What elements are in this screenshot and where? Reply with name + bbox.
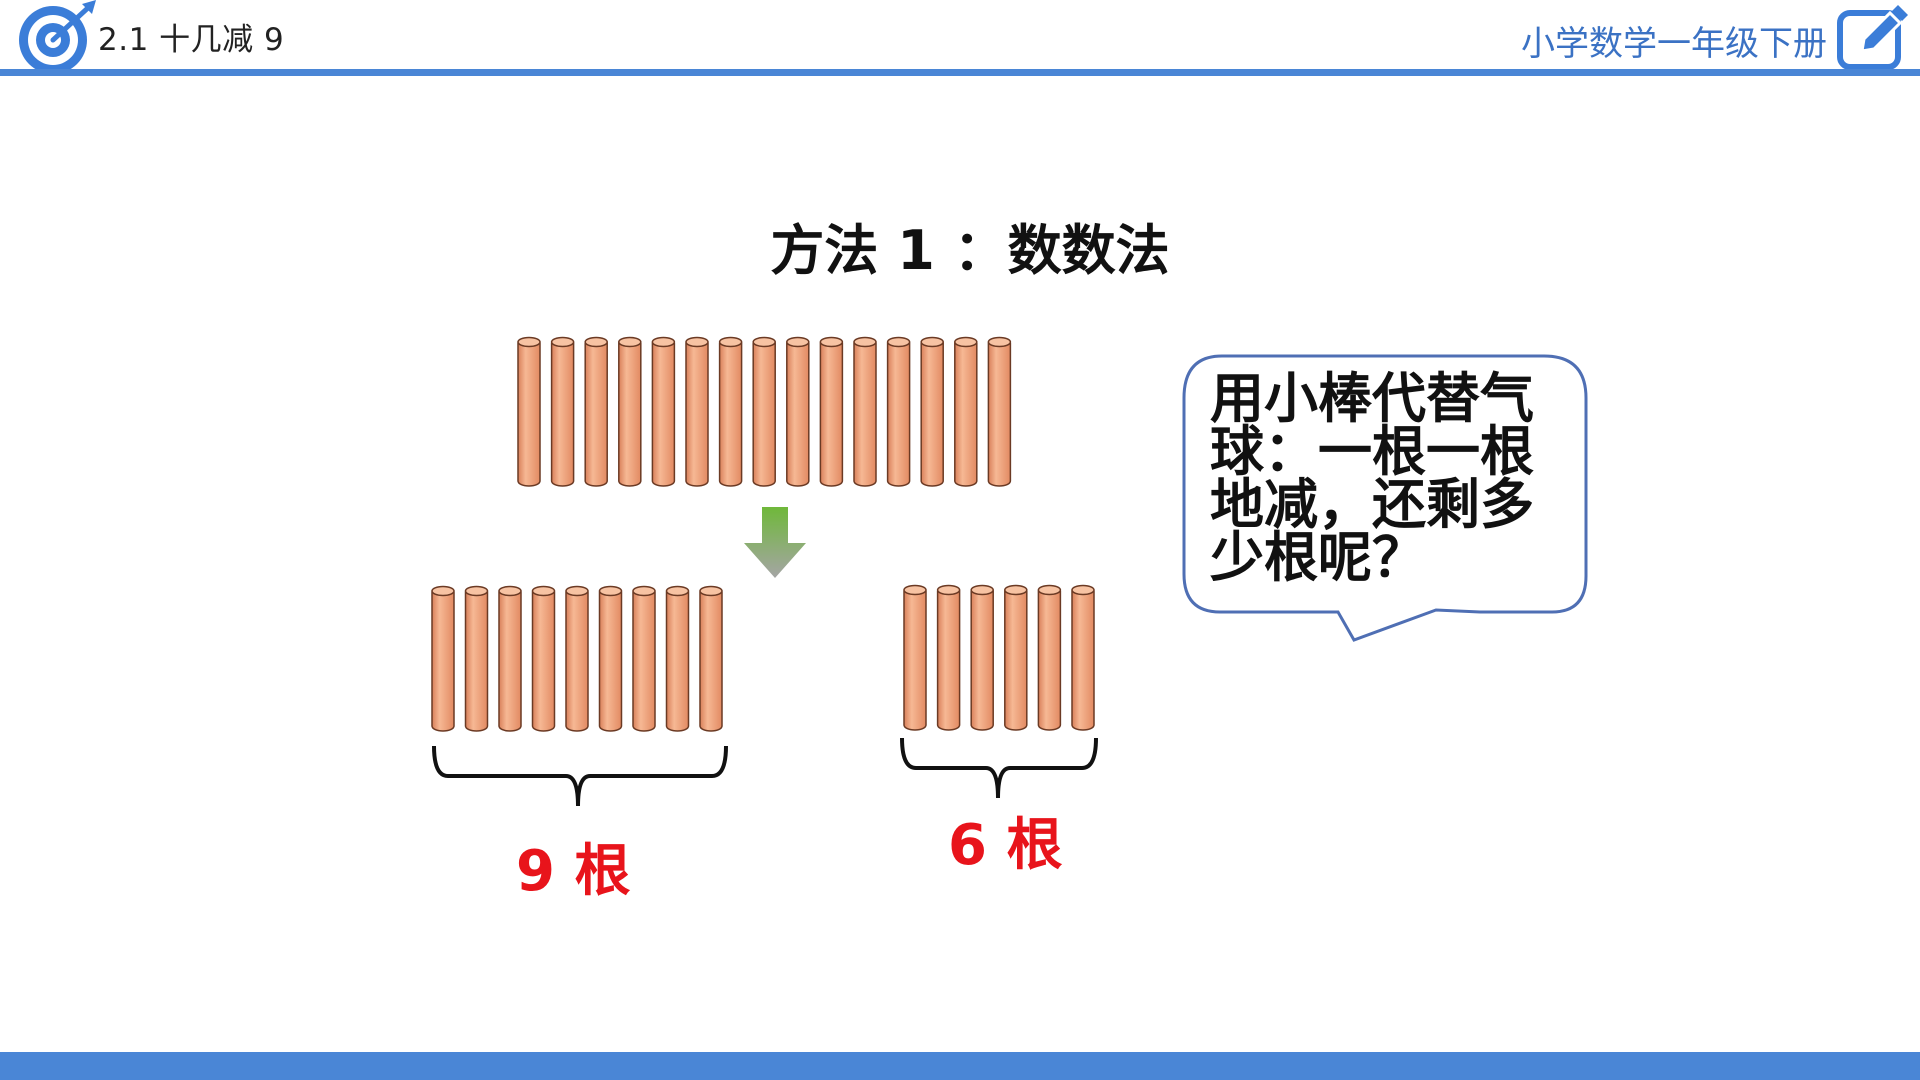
stick [565,586,589,732]
footer-bar [0,1052,1920,1080]
stick-cap [665,585,690,597]
stick [886,337,911,487]
right-count-label: 6 根 [948,813,1063,878]
stick-cap [498,585,522,597]
stick [903,585,927,731]
stick [550,337,575,487]
stick-cap [936,584,961,596]
stick-group-top [517,336,1012,487]
stick-cap [464,585,489,597]
stick [954,337,978,487]
stick-cap [685,336,709,348]
stick-cap [886,336,911,348]
stick [699,586,723,732]
stick-cap [699,585,723,597]
left-count-label: 9 根 [516,839,631,904]
stick [431,586,455,732]
stick-cap [632,585,656,597]
stick [786,337,810,487]
stick-cap [584,336,608,348]
stick-cap [819,336,844,348]
down-arrow-icon [744,507,806,578]
method-title: 方法 1 ：数数法 [770,219,1170,282]
stick [618,337,642,487]
stick-cap [920,336,944,348]
stick [819,337,844,487]
lesson-title: 2.1 十几减 9 [98,22,285,58]
stick [651,337,676,487]
stick [498,586,522,732]
stick-group-right [903,584,1095,731]
edit-icon [1837,5,1908,70]
stick-cap [752,336,776,348]
header-divider [0,69,1920,76]
stick [1071,585,1095,731]
stick [632,586,656,732]
stick [970,585,994,731]
stick-cap [431,585,455,597]
stick-cap [517,336,541,348]
stick [685,337,709,487]
stick-cap [718,336,743,348]
stick-cap [786,336,810,348]
stick [598,586,623,732]
stick [920,337,944,487]
stick-cap [531,585,556,597]
brace-left [432,745,728,807]
speech-bubble [1182,354,1588,642]
stick [718,337,743,487]
stick [936,585,961,731]
stick [987,337,1012,487]
stick-cap [1004,584,1028,596]
stick [1004,585,1028,731]
stick-cap [550,336,575,348]
stick-cap [618,336,642,348]
stick [584,337,608,487]
bubble-text: 用小棒代替气球：一根一根地减，还剩多少根呢？ [1210,367,1534,589]
stick [464,586,489,732]
stick-cap [853,336,877,348]
stick-cap [954,336,978,348]
stick-cap [1071,584,1095,596]
brace-right [900,737,1098,799]
stick-group-left [431,585,723,732]
stick-cap [987,336,1012,348]
stick-cap [651,336,676,348]
stick [531,586,556,732]
stick [665,586,690,732]
stick [517,337,541,487]
stick-cap [903,584,927,596]
stick [853,337,877,487]
stick [1037,585,1062,731]
target-logo-icon [19,0,96,74]
stick-cap [598,585,623,597]
stick-cap [1037,584,1062,596]
stick-cap [970,584,994,596]
stick [752,337,776,487]
stick-cap [565,585,589,597]
book-title: 小学数学一年级下册 [1521,24,1827,64]
